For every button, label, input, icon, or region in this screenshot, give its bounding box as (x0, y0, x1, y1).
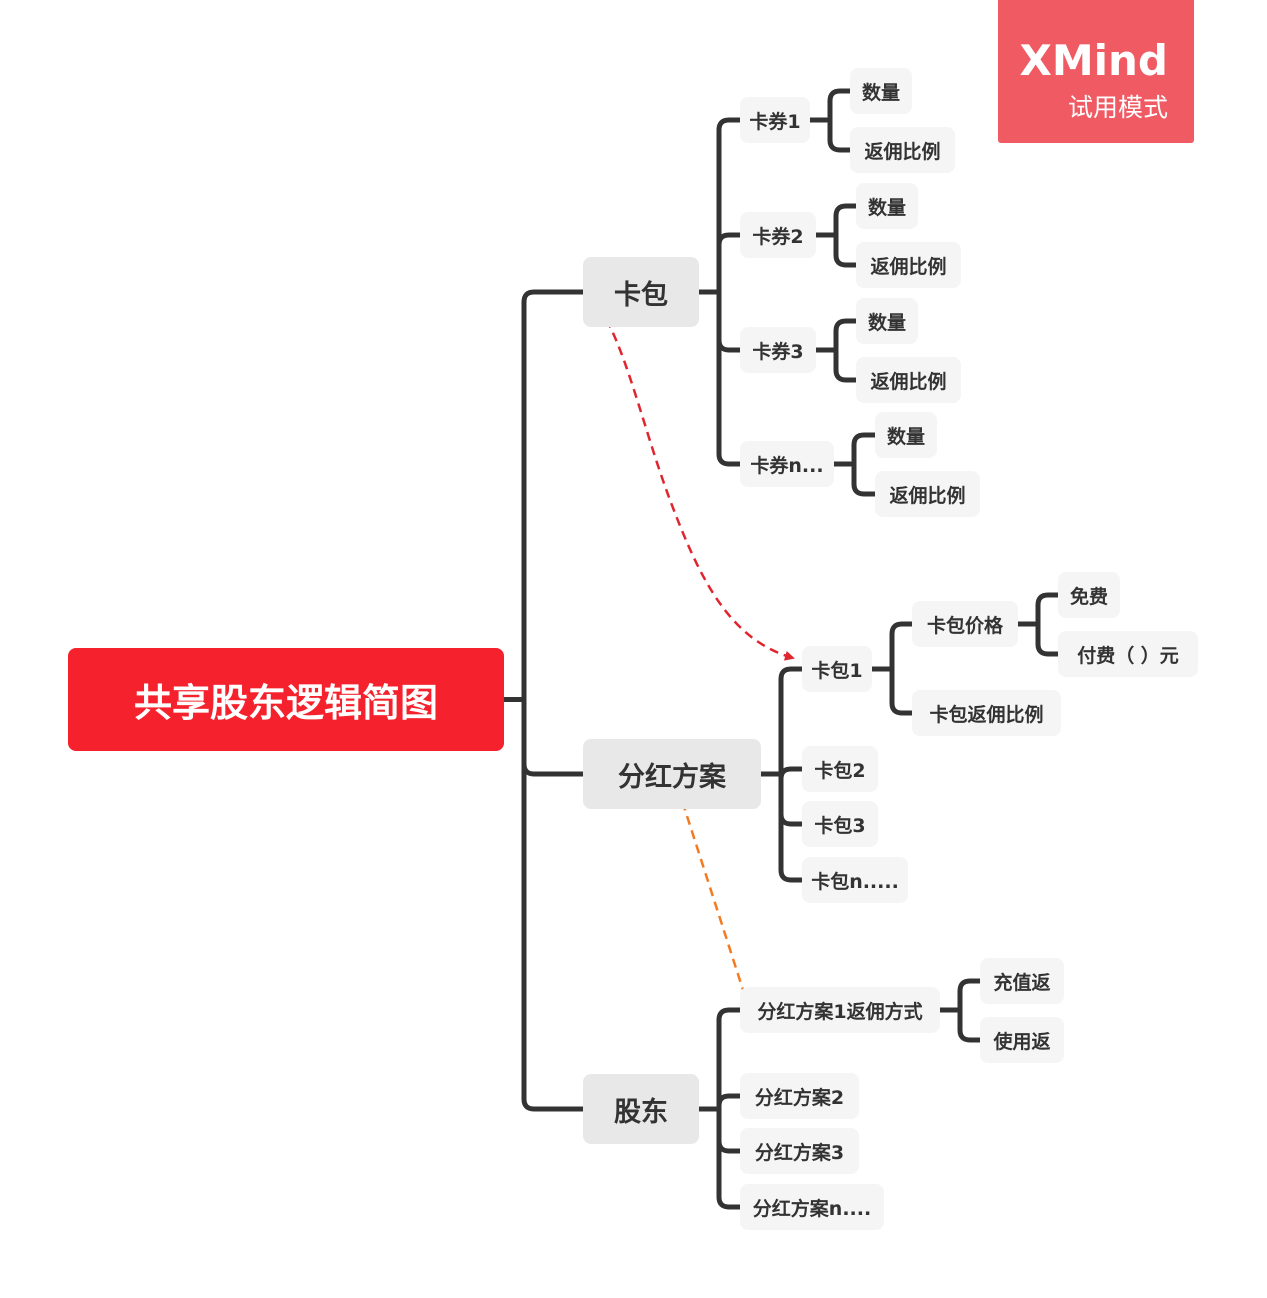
connector-card-pack-1 (872, 621, 912, 716)
card-pack-n[interactable]: 卡包n..... (802, 857, 908, 903)
rebate-on-use[interactable]: 使用返 (980, 1017, 1064, 1063)
coupon-n-quantity[interactable]: 数量 (875, 412, 937, 458)
watermark-mode: 试用模式 (1067, 93, 1168, 122)
relationship-plan1-to-fenhong[interactable] (674, 783, 747, 997)
plan-2[interactable]: 分红方案2 (740, 1073, 859, 1119)
connector-coupon-3 (816, 318, 856, 383)
connector-coupon-n (834, 432, 875, 497)
card-pack-price[interactable]: 卡包价格 (912, 601, 1018, 647)
connector-root (504, 289, 583, 1112)
card-pack-3[interactable]: 卡包3 (802, 801, 878, 847)
branch-fenhong-plan[interactable]: 分红方案 (583, 739, 761, 809)
connector-coupon-2 (816, 203, 856, 268)
plan-n[interactable]: 分红方案n.... (740, 1184, 884, 1230)
root-topic[interactable]: 共享股东逻辑简图 (68, 648, 504, 751)
branch-shareholder[interactable]: 股东 (583, 1074, 699, 1144)
coupon-1[interactable]: 卡券1 (740, 97, 810, 143)
branch-kabao[interactable]: 卡包 (583, 257, 699, 327)
coupon-2[interactable]: 卡券2 (740, 212, 816, 258)
coupon-1-rebate-ratio[interactable]: 返佣比例 (850, 127, 955, 173)
rebate-on-recharge[interactable]: 充值返 (980, 958, 1064, 1004)
xmind-trial-watermark: XMind 试用模式 (998, 0, 1194, 143)
connector-fenhong (761, 666, 802, 883)
card-pack-2[interactable]: 卡包2 (802, 746, 878, 792)
plan-3[interactable]: 分红方案3 (740, 1128, 859, 1174)
connector-shareholder (699, 1007, 740, 1210)
price-free[interactable]: 免费 (1058, 572, 1120, 618)
coupon-3-quantity[interactable]: 数量 (856, 298, 918, 344)
coupon-3[interactable]: 卡券3 (740, 327, 816, 373)
coupon-n[interactable]: 卡券n... (740, 441, 834, 487)
coupon-n-rebate-ratio[interactable]: 返佣比例 (875, 471, 980, 517)
coupon-2-quantity[interactable]: 数量 (856, 183, 918, 229)
connector-coupon-1 (810, 88, 850, 153)
coupon-1-quantity[interactable]: 数量 (850, 68, 912, 114)
card-pack-rebate-ratio[interactable]: 卡包返佣比例 (912, 690, 1061, 736)
connector-plan-1 (940, 978, 980, 1043)
coupon-3-rebate-ratio[interactable]: 返佣比例 (856, 357, 961, 403)
price-paid[interactable]: 付费（ ）元 (1058, 631, 1198, 677)
connector-card-pack-price (1018, 592, 1058, 657)
card-pack-1[interactable]: 卡包1 (802, 646, 872, 692)
connector-kabao (699, 117, 740, 467)
plan-1-rebate-method[interactable]: 分红方案1返佣方式 (740, 987, 940, 1033)
coupon-2-rebate-ratio[interactable]: 返佣比例 (856, 242, 961, 288)
watermark-brand: XMind (1019, 36, 1168, 85)
